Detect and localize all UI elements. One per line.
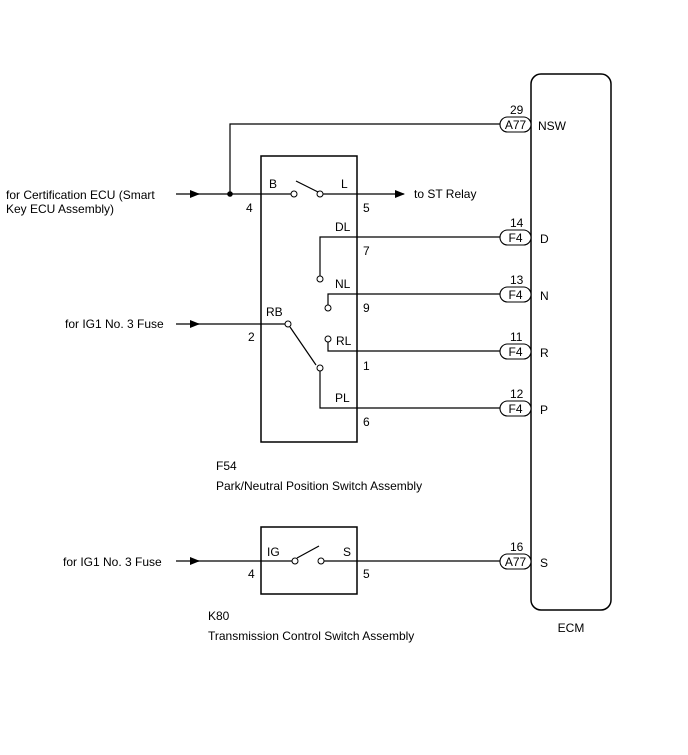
pin-pl: PL [335,391,350,405]
ecm-box [530,73,612,611]
connector-tag [499,400,532,417]
connector-tag [499,286,532,303]
terminal-label: S [540,556,548,570]
pin-num-2: 2 [248,330,255,344]
cert-ecu-label-1: for Certification ECU (Smart [6,188,155,202]
terminal-label: R [540,346,549,360]
terminal-label: N [540,289,549,303]
connector-code: F4 [508,231,522,245]
rb-switch-arm [289,326,317,366]
dl-contact [316,275,324,283]
k80-name: Transmission Control Switch Assembly [208,629,414,643]
b-contact [290,190,298,198]
pin-b: B [269,177,277,191]
ig1-fuse-label-b: for IG1 No. 3 Fuse [63,555,162,569]
pin-num-1: 1 [363,359,370,373]
connector-tag [499,116,532,133]
connector-code: F4 [508,402,522,416]
s-contact [317,557,325,565]
terminal-number: 16 [510,540,524,554]
pin-rb: RB [266,305,283,319]
terminal-label: D [540,232,549,246]
k80-code: K80 [208,609,230,623]
connector-code: F4 [508,288,522,302]
dl-wire [319,236,501,276]
pin-num-7: 7 [363,244,370,258]
f54-name: Park/Neutral Position Switch Assembly [216,479,422,493]
ecm-terminal-p: 12 F4 P [499,387,548,417]
pin-ig: IG [267,545,280,559]
rl-contact [324,335,332,343]
nl-contact [324,304,332,312]
ig-switch-arm [296,545,320,559]
pin-dl: DL [335,220,351,234]
ig1-fuse-label-a: for IG1 No. 3 Fuse [65,317,164,331]
cert-ecu-label-2: Key ECU Assembly) [6,202,114,216]
ecm-terminal-r: 11 F4 R [499,330,549,360]
connector-tag [499,229,532,246]
terminal-number: 12 [510,387,524,401]
st-relay-label: to ST Relay [414,187,476,201]
f54-code: F54 [216,459,237,473]
ecm-terminal-nsw: 29 A77 NSW [499,103,567,133]
bl-switch-arm [295,180,319,193]
terminal-number: 14 [510,216,524,230]
nsw-wire [229,123,501,194]
connector-code: A77 [505,118,527,132]
ecm-terminal-d: 14 F4 D [499,216,549,246]
pin-s: S [343,545,351,559]
rb-contact [284,320,292,328]
pin-l: L [341,177,348,191]
f54-box [260,155,358,443]
pl-wire [319,371,501,409]
k80-pin-num-4: 4 [248,567,255,581]
terminal-number: 29 [510,103,524,117]
pin-num-4: 4 [246,201,253,215]
k80-pin-num-5: 5 [363,567,370,581]
ecm-label: ECM [558,621,585,635]
pin-num-6: 6 [363,415,370,429]
pl-contact [316,364,324,372]
ecm-terminal-n: 13 F4 N [499,273,549,303]
terminal-number: 13 [510,273,524,287]
terminal-label: P [540,403,548,417]
ecm-terminal-s: 16 A77 S [499,540,548,570]
pin-num-9: 9 [363,301,370,315]
pin-rl: RL [336,334,352,348]
connector-tag [499,343,532,360]
terminal-number: 11 [510,330,523,344]
pin-num-5: 5 [363,201,370,215]
connector-code: F4 [508,345,522,359]
ig-contact [291,557,299,565]
rl-wire [327,342,501,352]
terminal-label: NSW [538,119,567,133]
connector-tag [499,553,532,570]
nl-wire [327,293,501,305]
pin-nl: NL [335,277,351,291]
connector-code: A77 [505,555,527,569]
